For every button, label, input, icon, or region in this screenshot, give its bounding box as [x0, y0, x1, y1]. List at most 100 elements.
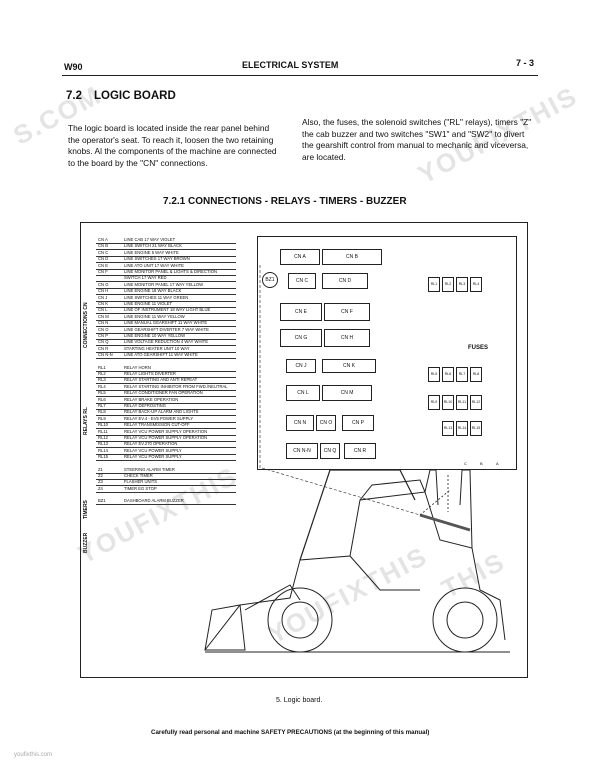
- legend-code: CN N-N: [98, 352, 113, 358]
- connector-cn-e: CN E: [280, 303, 322, 321]
- header-rule: [62, 75, 538, 76]
- legend-code: RL11: [98, 428, 108, 434]
- relay-rl11: RL11: [456, 395, 468, 410]
- connector-cn-k: CN K: [322, 359, 376, 373]
- legend-code: RL1: [98, 364, 106, 370]
- legend-code: CN E: [98, 262, 109, 268]
- relay-rl13: RL13: [442, 421, 454, 436]
- legend-code: CN N: [98, 320, 109, 326]
- legend-code: CN D: [98, 256, 109, 262]
- legend-code: CN G: [98, 281, 109, 287]
- legend-code: CN H: [98, 288, 109, 294]
- bottom-label-a: A: [496, 461, 499, 466]
- legend-desc: RELAY STARTING AND ANTI REPEAT: [124, 377, 198, 383]
- legend-code: CN A: [98, 237, 108, 242]
- legend-rule: [96, 370, 236, 372]
- legend-code: CN P: [98, 333, 109, 338]
- paragraph-right: Also, the fuses, the solenoid switches (…: [302, 117, 532, 162]
- legend-rule: [96, 268, 236, 270]
- legend-rule: [96, 396, 236, 398]
- legend-desc: STEERING ALARM TIMER: [124, 466, 175, 472]
- bottom-label-c: C: [464, 461, 467, 466]
- legend-rule: [96, 332, 236, 334]
- diagram-frame: [80, 222, 528, 678]
- group-relays-label: RELAYS RL: [83, 407, 89, 435]
- connector-cn-l: CN L: [286, 385, 320, 401]
- legend-desc: LINE CAB 17 WAY VIOLET: [124, 237, 176, 242]
- legend-rule: [96, 249, 236, 251]
- relay-rl6: RL6: [442, 367, 454, 382]
- legend-code: RL4: [98, 383, 106, 389]
- legend-desc: RELAY LIGHTS DIVERTER: [124, 371, 176, 376]
- legend-desc: SWITCH 17 WAY RED: [124, 275, 167, 281]
- legend-rule: [96, 447, 236, 449]
- legend-rule: [96, 441, 236, 442]
- legend-desc: LINE ENGINE 18 WAY BLACK: [124, 288, 182, 294]
- legend-rule: [96, 460, 236, 462]
- legend-desc: RELAY BACK-UP ALARM AND LIGHTS: [124, 409, 199, 415]
- legend-rule: [96, 377, 236, 378]
- model-label: W90: [64, 62, 83, 72]
- connector-cn-j: CN J: [286, 359, 316, 373]
- legend-code: Z2: [98, 473, 103, 478]
- legend-code: CN Q: [98, 339, 109, 345]
- relay-rl3: RL3: [456, 277, 468, 292]
- buzzer-bz1: BZ1: [262, 272, 278, 288]
- legend-rule: [96, 307, 236, 308]
- legend-code: RL13: [98, 441, 109, 447]
- relay-rl7: RL7: [456, 367, 468, 382]
- section-title: LOGIC BOARD: [94, 90, 176, 102]
- legend-code: RL9: [98, 415, 106, 421]
- legend-desc: RELAY TRANSMISSION CUT-OFF: [124, 422, 190, 428]
- legend-code: RL3: [98, 377, 106, 383]
- legend-desc: RELAY VCU POWER SUPPLY: [124, 447, 182, 453]
- legend-code: Z1: [98, 466, 103, 472]
- legend-rule: [96, 428, 236, 430]
- legend-desc: LINE SWITCH 21 WAY BLACK: [124, 243, 182, 249]
- legend-rule: [96, 472, 236, 474]
- connector-cn-n: CN N: [286, 415, 314, 431]
- legend-desc: LINE ENGINE 11 VIOLET: [124, 301, 173, 306]
- legend-desc: RELAY CONDITIONER FAN OPERATION: [124, 390, 203, 396]
- connector-cn-a: CN A: [280, 249, 320, 265]
- legend-rule: [96, 281, 236, 283]
- relay-rl12: RL12: [470, 395, 482, 410]
- legend-rule: [96, 504, 236, 506]
- legend-desc: LINE ATO UNIT 17 WAY WHITE: [124, 262, 184, 268]
- legend-desc: TIMER EG STOP: [124, 485, 157, 491]
- legend-code: RL8: [98, 409, 106, 415]
- header-title: ELECTRICAL SYSTEM: [242, 60, 339, 70]
- legend-desc: LINE ENGINE 5 WAY WHITE: [124, 249, 179, 255]
- legend-desc: RELAY STARTING INHIBITOR FROM FWD./NEUTR…: [124, 383, 228, 389]
- logic-board: CN A CN B BZ1 CN C CN D CN E CN F CN G C…: [257, 236, 517, 470]
- legend-desc: CHECK TIMER: [124, 473, 153, 478]
- connector-cn-m: CN M: [322, 385, 372, 401]
- legend-rule: [96, 345, 236, 347]
- relay-rl4: RL4: [470, 277, 482, 292]
- legend-code: CN R: [98, 345, 109, 351]
- legend-rule: [96, 358, 236, 360]
- legend-rule: [96, 313, 236, 315]
- legend-code: CN J: [98, 294, 108, 300]
- section-heading: 7.2 LOGIC BOARD: [66, 90, 188, 102]
- legend-rule: [96, 415, 236, 417]
- legend-code: CN C: [98, 249, 109, 255]
- legend-code: CN B: [98, 243, 109, 249]
- legend-rule: [96, 383, 236, 385]
- section-number: 7.2: [66, 90, 82, 102]
- relay-rl8: RL8: [470, 367, 482, 382]
- legend-code: CN K: [98, 301, 109, 306]
- legend-desc: LINE MONITOR PANEL 17 WAY YELLOW: [124, 281, 204, 287]
- legend-code: RL5: [98, 390, 106, 396]
- relay-rl14: RL14: [456, 421, 468, 436]
- legend-rule: [96, 262, 236, 264]
- connector-cn-o: CN O: [316, 415, 336, 431]
- safety-footer: Carefully read personal and machine SAFE…: [151, 729, 430, 736]
- legend-rule: [96, 491, 236, 493]
- paragraph-left: The logic board is located inside the re…: [68, 123, 277, 168]
- legend-desc: LINE MONITOR PANEL & LIGHTS & DIRECTION: [124, 269, 217, 274]
- relay-rl1: RL1: [428, 277, 440, 292]
- legend-rule: [96, 485, 236, 487]
- legend-rule: [96, 300, 236, 302]
- legend-rule: [96, 453, 236, 455]
